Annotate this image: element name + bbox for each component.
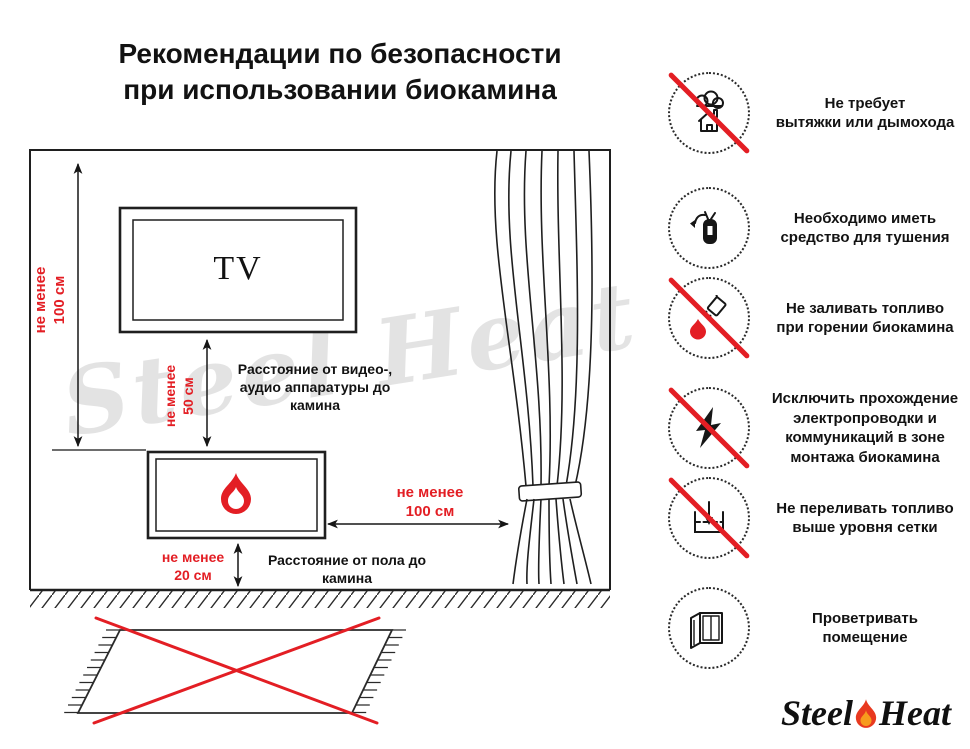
dim-min-100cm-horizontal: не менее 100 см: [396, 484, 464, 520]
rule-text: Проветривать помещение: [812, 609, 918, 647]
rule-no-chimney: Не требует вытяжки или дымохода: [667, 71, 966, 155]
steelheat-logo: Steel Heat: [766, 692, 966, 734]
dim-min-50cm: не менее 50 см: [162, 364, 196, 428]
rule-no-wiring: Исключить прохождение электропроводки и …: [667, 386, 966, 470]
dim-min-20cm: не менее 20 см: [161, 549, 225, 583]
fireplace-outline: [146, 450, 327, 540]
floor-distance-label: Расстояние от пола до камина: [267, 552, 427, 587]
tv-label: TV: [213, 250, 263, 287]
rule-no-overfill: Не переливать топливо выше уровня сетки: [667, 476, 966, 560]
rule-extinguisher: Необходимо иметь средство для тушения: [668, 187, 966, 269]
fire-extinguisher-glyph: [690, 211, 717, 244]
no-chimney-icon: [667, 71, 751, 155]
rule-text: Не переливать топливо выше уровня сетки: [776, 499, 954, 537]
curtain: [493, 150, 593, 585]
no-wiring-icon: [667, 386, 751, 470]
prohibition-strike: [667, 476, 751, 560]
rug: [64, 629, 406, 714]
rule-text: Необходимо иметь средство для тушения: [780, 209, 950, 247]
dim-min-100cm-vertical: не менее 100 см: [32, 266, 68, 334]
logo-text-heat: Heat: [879, 693, 951, 733]
rule-no-refuel-while-burning: Не заливать топливо при горении биокамин…: [667, 276, 966, 360]
ventilate-icon: [668, 587, 750, 669]
fireplace-flame-icon: [221, 473, 251, 514]
open-window-glyph: [690, 612, 723, 649]
rule-ventilate: Проветривать помещение: [668, 587, 966, 669]
rule-text: Не заливать топливо при горении биокамин…: [776, 299, 954, 337]
prohibition-strike: [667, 276, 751, 360]
rule-text: Не требует вытяжки или дымохода: [775, 94, 955, 132]
prohibition-strike: [667, 71, 751, 155]
rule-text: Исключить прохождение электропроводки и …: [771, 390, 959, 466]
rug-cross: [92, 616, 381, 725]
page-title: Рекомендации по безопасности при использ…: [118, 38, 562, 106]
video-distance-label: Расстояние от видео-, аудио аппаратуры д…: [237, 361, 393, 414]
logo-text-steel: Steel: [781, 693, 853, 733]
extinguisher-icon: [668, 187, 750, 269]
no-refuel-burning-icon: [667, 276, 751, 360]
logo-flame-icon: [855, 699, 877, 728]
prohibition-strike: [667, 386, 751, 470]
floor-hatching: [30, 591, 610, 608]
no-overfill-icon: [667, 476, 751, 560]
